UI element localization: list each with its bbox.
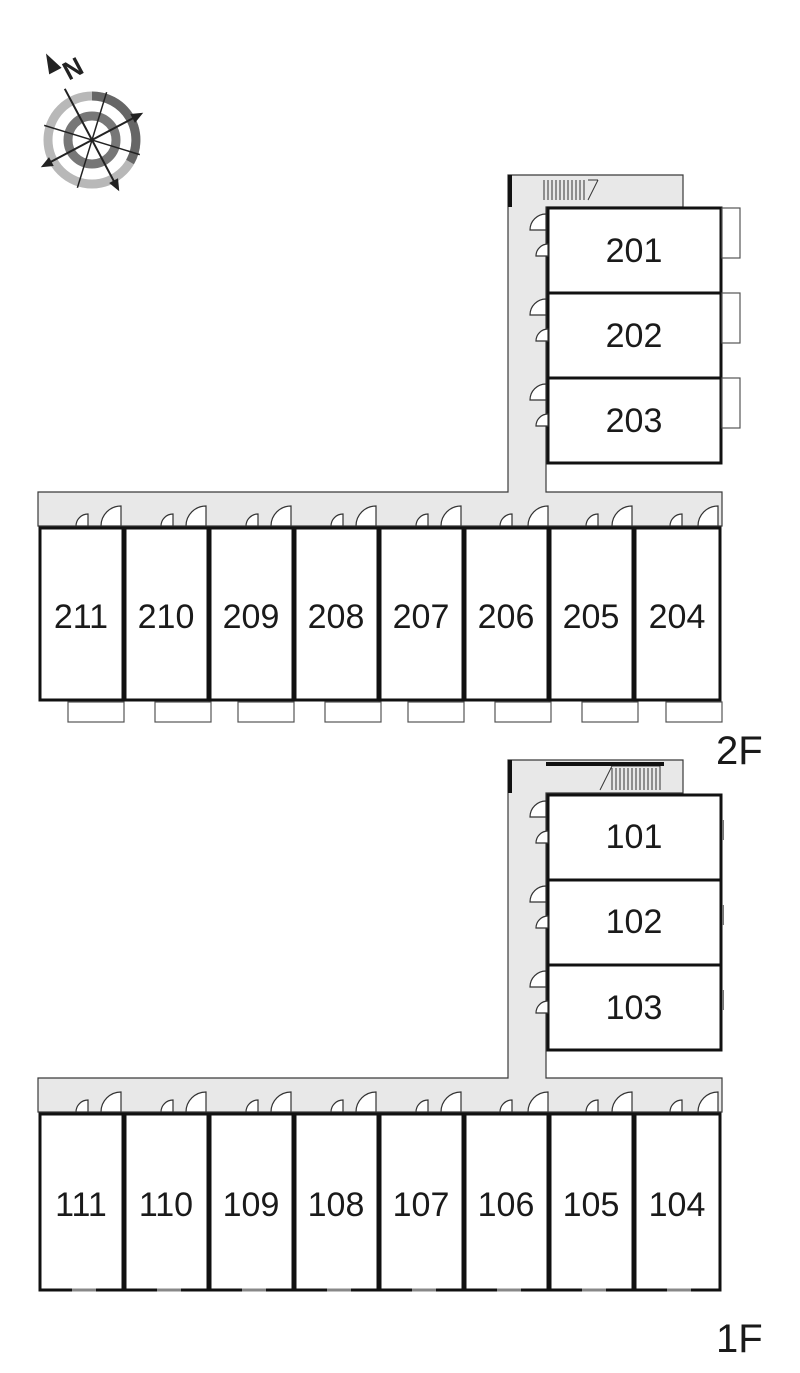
unit-204: 204	[633, 505, 723, 723]
unit-label-209: 209	[223, 598, 280, 636]
unit-101: 101	[529, 793, 724, 882]
unit-label-208: 208	[308, 598, 365, 636]
unit-103: 103	[529, 963, 724, 1052]
unit-label-210: 210	[138, 598, 195, 636]
unit-label-103: 103	[606, 989, 663, 1027]
compass-icon	[40, 53, 144, 192]
unit-105: 105	[548, 1091, 635, 1292]
unit-label-101: 101	[606, 818, 663, 856]
unit-211: 211	[38, 505, 125, 723]
unit-201: 201	[529, 206, 741, 295]
unit-206: 206	[463, 505, 552, 723]
unit-label-105: 105	[563, 1186, 620, 1224]
unit-111: 111	[38, 1091, 125, 1292]
floor-2f-plan: 201 202 203 211 21	[37, 174, 763, 773]
floor-1f-plan: 101 102 103 111 110	[37, 759, 763, 1361]
unit-202: 202	[529, 291, 741, 380]
unit-104: 104	[633, 1091, 722, 1292]
corridor-2f	[37, 174, 723, 527]
floor-label-2f: 2F	[716, 729, 763, 773]
unit-203: 203	[529, 376, 741, 465]
unit-208: 208	[293, 505, 382, 723]
unit-210: 210	[123, 505, 212, 723]
unit-label-106: 106	[478, 1186, 535, 1224]
unit-110: 110	[123, 1091, 210, 1292]
unit-109: 109	[208, 1091, 295, 1292]
unit-label-205: 205	[563, 598, 620, 636]
stair-2f	[543, 179, 599, 201]
unit-label-206: 206	[478, 598, 535, 636]
unit-209: 209	[208, 505, 295, 723]
floor-label-1f: 1F	[716, 1317, 763, 1361]
unit-label-104: 104	[649, 1186, 706, 1224]
unit-label-102: 102	[606, 903, 663, 941]
unit-label-109: 109	[223, 1186, 280, 1224]
unit-label-204: 204	[649, 598, 706, 636]
unit-label-201: 201	[606, 232, 663, 270]
unit-label-207: 207	[393, 598, 450, 636]
corridor-1f	[37, 759, 723, 1113]
unit-label-108: 108	[308, 1186, 365, 1224]
unit-205: 205	[548, 505, 639, 723]
unit-label-203: 203	[606, 402, 663, 440]
unit-108: 108	[293, 1091, 380, 1292]
unit-label-107: 107	[393, 1186, 450, 1224]
unit-102: 102	[529, 878, 724, 967]
unit-107: 107	[378, 1091, 465, 1292]
unit-207: 207	[378, 505, 465, 723]
unit-label-110: 110	[139, 1186, 193, 1224]
unit-label-211: 211	[54, 598, 108, 636]
compass-label: N	[57, 51, 88, 86]
unit-106: 106	[463, 1091, 550, 1292]
unit-label-202: 202	[606, 317, 663, 355]
unit-label-111: 111	[55, 1186, 107, 1224]
